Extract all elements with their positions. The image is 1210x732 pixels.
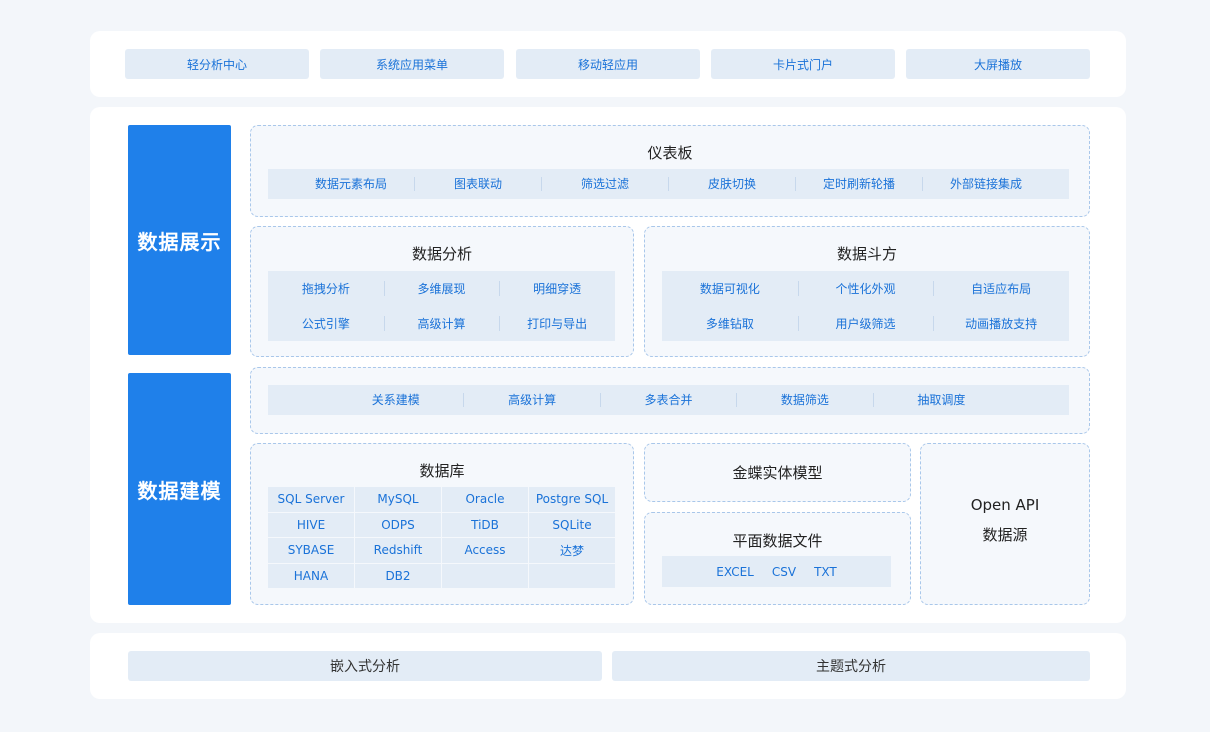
doufang-box: 数据斗方 数据可视化 个性化外观 自适应布局 多维钻取 用户级筛选 动画播放支持 (644, 226, 1090, 357)
open-api-line2: 数据源 (982, 526, 1028, 544)
database-box: 数据库 SQL Server MySQL Oracle Postgre SQL … (250, 443, 634, 605)
modeling-feature-item[interactable]: 高级计算 (463, 393, 599, 407)
top-item-mobile-app[interactable]: 移动轻应用 (516, 49, 700, 79)
top-item-card-portal[interactable]: 卡片式门户 (711, 49, 895, 79)
thematic-analysis-button[interactable]: 主题式分析 (612, 651, 1090, 681)
dashboard-item[interactable]: 定时刷新轮播 (795, 177, 922, 191)
database-item[interactable]: SYBASE (268, 538, 354, 563)
database-item[interactable]: SQLite (529, 512, 615, 537)
doufang-item[interactable]: 自适应布局 (933, 271, 1069, 306)
dashboard-item[interactable]: 外部链接集成 (922, 177, 1049, 191)
modeling-features-box: 关系建模 高级计算 多表合并 数据筛选 抽取调度 (250, 367, 1090, 434)
database-item[interactable]: MySQL (355, 487, 441, 512)
flat-file-item[interactable]: EXCEL (716, 564, 754, 579)
doufang-item[interactable]: 个性化外观 (797, 271, 934, 306)
main-card: 数据展示 仪表板 数据元素布局 图表联动 筛选过滤 皮肤切换 定时刷新轮播 外部… (90, 107, 1126, 623)
modeling-feature-item[interactable]: 关系建模 (371, 393, 420, 407)
flat-file-box: 平面数据文件 EXCEL CSV TXT (644, 512, 911, 605)
top-item-light-analysis[interactable]: 轻分析中心 (125, 49, 309, 79)
database-grid: SQL Server MySQL Oracle Postgre SQL HIVE… (268, 487, 615, 588)
dashboard-title: 仪表板 (647, 144, 693, 162)
data-modeling-label: 数据建模 (128, 373, 231, 605)
modeling-feature-item[interactable]: 多表合并 (599, 393, 736, 407)
flat-file-bar: EXCEL CSV TXT (662, 556, 891, 587)
open-api-line1: Open API (970, 496, 1040, 514)
dashboard-item[interactable]: 图表联动 (414, 177, 541, 191)
kingdee-model-title: 金蝶实体模型 (732, 464, 823, 482)
database-item[interactable]: ODPS (355, 512, 441, 537)
bottom-card: 嵌入式分析 主题式分析 (90, 633, 1126, 699)
analysis-item[interactable]: 公式引擎 (301, 317, 350, 331)
modeling-feature-item[interactable]: 数据筛选 (736, 393, 872, 407)
database-title: 数据库 (419, 462, 465, 480)
database-item-empty (529, 563, 615, 588)
database-item[interactable]: SQL Server (268, 487, 354, 512)
modeling-feature-bar: 关系建模 高级计算 多表合并 数据筛选 抽取调度 (268, 385, 1069, 415)
kingdee-model-box[interactable]: 金蝶实体模型 (644, 443, 911, 502)
analysis-item[interactable]: 打印与导出 (499, 306, 615, 341)
doufang-grid: 数据可视化 个性化外观 自适应布局 多维钻取 用户级筛选 动画播放支持 (662, 271, 1069, 341)
doufang-item[interactable]: 多维钻取 (705, 317, 754, 331)
dashboard-item[interactable]: 数据元素布局 (314, 177, 387, 191)
embedded-analysis-button[interactable]: 嵌入式分析 (128, 651, 602, 681)
flat-file-item[interactable]: TXT (814, 564, 837, 579)
database-item[interactable]: HIVE (268, 512, 354, 537)
analysis-item[interactable]: 多维展现 (383, 271, 500, 306)
open-api-box[interactable]: Open API 数据源 (920, 443, 1090, 605)
dashboard-feature-bar: 数据元素布局 图表联动 筛选过滤 皮肤切换 定时刷新轮播 外部链接集成 (268, 169, 1069, 199)
flat-file-item[interactable]: CSV (771, 564, 797, 579)
database-item[interactable]: Redshift (355, 538, 441, 563)
database-item[interactable]: Postgre SQL (529, 487, 615, 512)
top-card: 轻分析中心 系统应用菜单 移动轻应用 卡片式门户 大屏播放 (90, 31, 1126, 97)
doufang-item[interactable]: 用户级筛选 (797, 306, 934, 341)
top-item-big-screen[interactable]: 大屏播放 (906, 49, 1090, 79)
dashboard-item[interactable]: 筛选过滤 (541, 177, 668, 191)
database-item[interactable]: TiDB (442, 512, 528, 537)
analysis-box: 数据分析 拖拽分析 多维展现 明细穿透 公式引擎 高级计算 打印与导出 (250, 226, 634, 357)
analysis-item[interactable]: 高级计算 (383, 306, 500, 341)
analysis-item[interactable]: 拖拽分析 (301, 282, 350, 296)
analysis-title: 数据分析 (411, 245, 472, 263)
dashboard-item[interactable]: 皮肤切换 (668, 177, 795, 191)
doufang-title: 数据斗方 (836, 245, 897, 263)
database-item[interactable]: Oracle (442, 487, 528, 512)
doufang-item[interactable]: 动画播放支持 (933, 306, 1069, 341)
analysis-grid: 拖拽分析 多维展现 明细穿透 公式引擎 高级计算 打印与导出 (268, 271, 615, 341)
analysis-item[interactable]: 明细穿透 (499, 271, 615, 306)
doufang-item[interactable]: 数据可视化 (699, 282, 760, 296)
modeling-feature-item[interactable]: 抽取调度 (872, 393, 1009, 407)
top-item-system-menu[interactable]: 系统应用菜单 (320, 49, 504, 79)
database-item[interactable]: HANA (268, 563, 354, 588)
database-item[interactable]: Access (442, 538, 528, 563)
database-item[interactable]: DB2 (355, 563, 441, 588)
data-display-label: 数据展示 (128, 125, 231, 355)
dashboard-box: 仪表板 数据元素布局 图表联动 筛选过滤 皮肤切换 定时刷新轮播 外部链接集成 (250, 125, 1090, 217)
flat-file-title: 平面数据文件 (732, 532, 823, 550)
database-item[interactable]: 达梦 (529, 538, 615, 563)
database-item-empty (442, 563, 528, 588)
